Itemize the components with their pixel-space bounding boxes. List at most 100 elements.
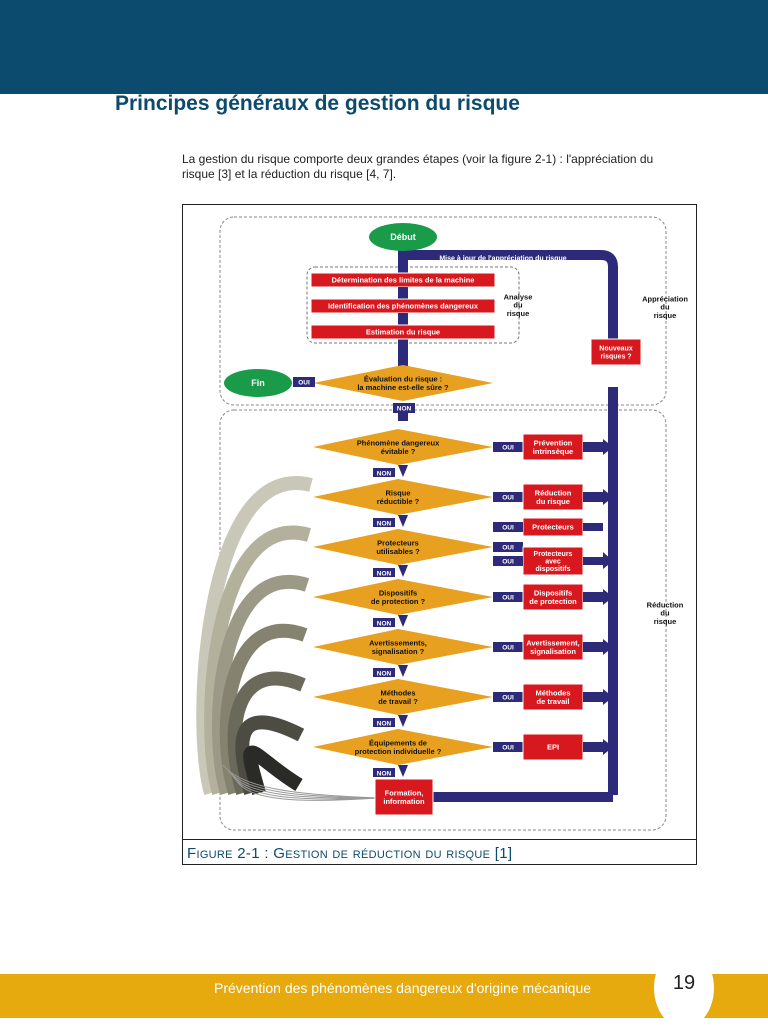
yes-arrow <box>493 692 523 702</box>
yes-arrow <box>493 742 523 752</box>
link-arrow <box>583 742 603 752</box>
yes-arrow <box>493 442 523 452</box>
yes-label: OUI <box>502 644 514 651</box>
footer-band <box>0 974 768 1018</box>
new-risks-box <box>590 338 642 366</box>
link-arrow <box>583 442 603 452</box>
action-label: Avertissement,signalisation <box>526 639 580 656</box>
start-node <box>369 223 437 251</box>
no-tag <box>373 718 395 727</box>
return-line <box>225 767 379 799</box>
analysis-step-label: Détermination des limites de la machine <box>332 276 475 285</box>
link-arrow <box>583 492 603 502</box>
decision-diamond <box>313 479 493 515</box>
link-arrow <box>583 557 603 565</box>
yes-label: OUI <box>502 524 514 531</box>
page-number-badge <box>654 948 714 1028</box>
link-arrow <box>583 523 603 531</box>
arrow-down <box>398 287 408 295</box>
training-box <box>374 778 434 816</box>
feedback-arc <box>204 525 311 795</box>
section-title: Principes généraux de gestion du risque <box>115 92 520 115</box>
arrow-right <box>603 439 613 455</box>
no-tag <box>393 403 415 413</box>
assessment-region <box>219 216 667 406</box>
end-label: Fin <box>251 378 265 388</box>
yes-arrow <box>493 542 523 552</box>
arrow-right <box>603 589 613 605</box>
main-spine <box>398 249 408 399</box>
no-label: NON <box>377 770 392 777</box>
decision-diamond <box>313 529 493 565</box>
no-tag <box>373 618 395 627</box>
no-tag <box>373 768 395 777</box>
end-node <box>224 369 292 397</box>
yes-label: OUI <box>502 494 514 501</box>
training-label: Formation,information <box>383 789 425 806</box>
return-line <box>222 764 379 799</box>
action-box <box>522 483 584 511</box>
analysis-step-label: Estimation du risque <box>366 328 440 337</box>
no-label: NON <box>377 670 392 677</box>
arrow-right <box>603 489 613 505</box>
intro-paragraph: La gestion du risque comporte deux grand… <box>182 152 654 181</box>
figure-caption-box: Figure 2-1 : Gestion de réduction du ris… <box>183 839 696 866</box>
feedback-arc <box>196 476 313 795</box>
return-line <box>231 773 379 800</box>
header-band <box>0 0 768 94</box>
no-tag <box>373 518 395 527</box>
yes-label: OUI <box>502 558 514 565</box>
decision-diamond <box>313 679 493 715</box>
top-loop <box>408 250 618 345</box>
link-arrow <box>583 692 603 702</box>
feedback-arc <box>219 623 308 795</box>
no-tag <box>373 468 395 477</box>
return-line <box>234 776 379 801</box>
yes-arrow <box>293 377 315 387</box>
yes-arrow <box>493 522 523 532</box>
arrow-down <box>398 665 408 677</box>
arrow-down <box>398 515 408 527</box>
start-label: Début <box>390 232 416 242</box>
yes-arrow <box>493 592 523 602</box>
no-label: NON <box>377 520 392 527</box>
decision-diamond <box>313 729 493 765</box>
yes-label: OUI <box>502 544 514 551</box>
arrow-right <box>603 689 613 705</box>
arrow-right <box>603 639 613 655</box>
decision-question: Avertissements,signalisation ? <box>369 639 427 656</box>
update-label: Mise à jour de l'appréciation du risque <box>439 255 566 262</box>
feedback-arc <box>211 575 310 795</box>
section-label: Section 2 <box>115 65 213 90</box>
arrow-down <box>398 313 408 321</box>
action-box <box>522 583 584 611</box>
footer-title: Prévention des phénomènes dangereux d'or… <box>214 980 592 996</box>
no-label: NON <box>377 720 392 727</box>
arrow-down <box>398 565 408 577</box>
figure-caption: Figure 2-1 : Gestion de réduction du ris… <box>187 845 513 862</box>
arrow-down <box>398 465 408 477</box>
yes-arrow <box>493 556 523 566</box>
feedback-arc <box>235 715 305 795</box>
action-label: EPI <box>547 743 559 752</box>
yes-label: OUI <box>502 694 514 701</box>
action-label: Protecteurs <box>532 523 574 532</box>
arrow-down <box>398 715 408 727</box>
no-tag <box>373 668 395 677</box>
no-tag <box>373 568 395 577</box>
yes-label: OUI <box>502 744 514 751</box>
action-box <box>522 633 584 661</box>
no-label: NON <box>377 570 392 577</box>
